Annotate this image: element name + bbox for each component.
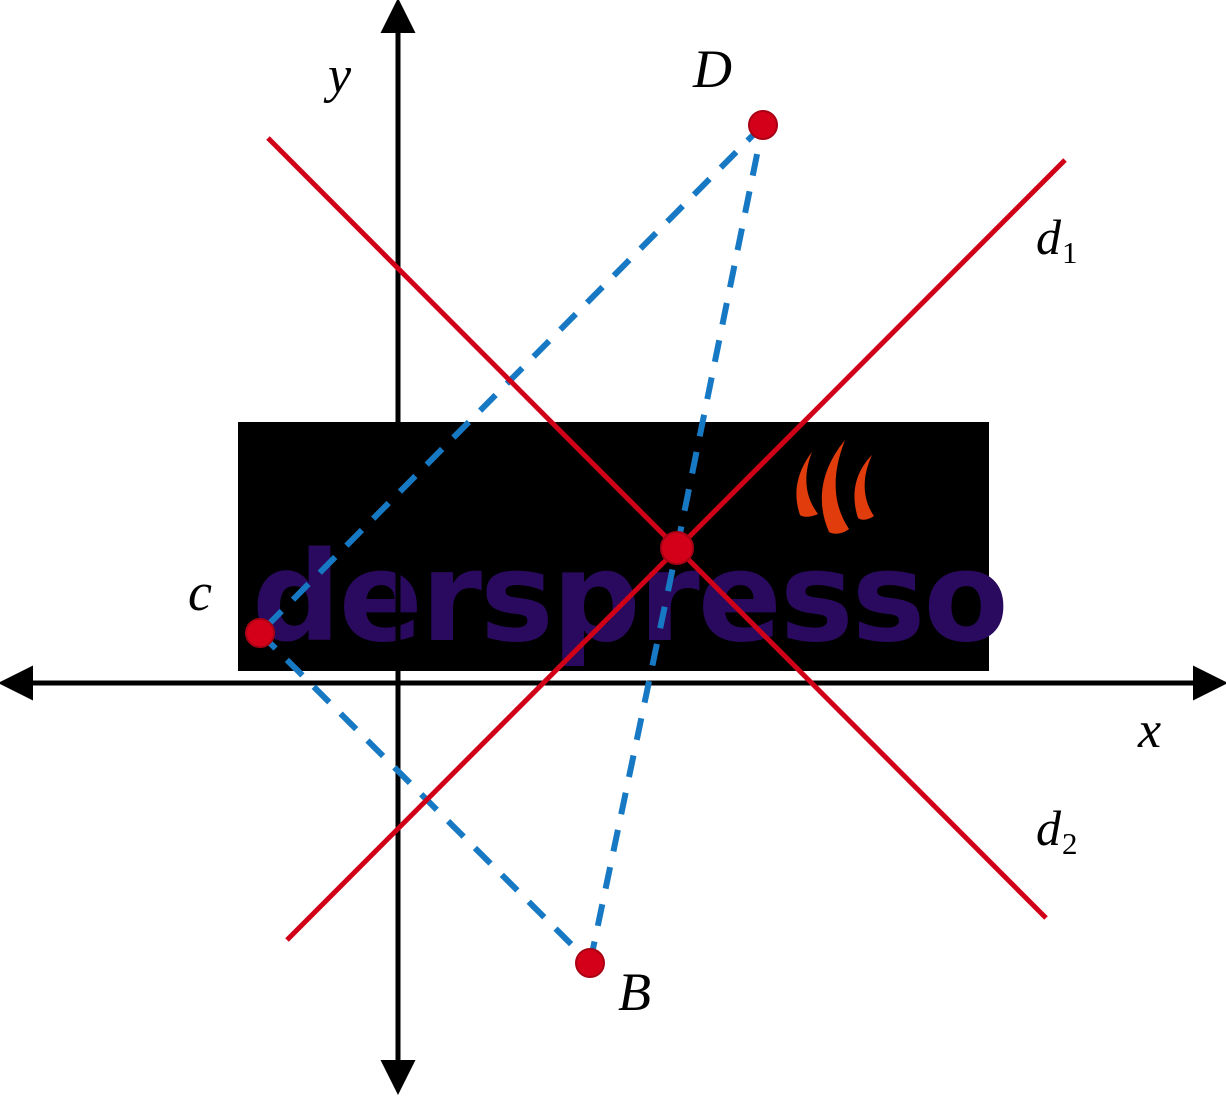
line-label-d2-base: d: [1036, 800, 1061, 856]
point-marker-D: [748, 110, 778, 140]
dashed-segment-C-B: [257, 630, 593, 966]
x-axis-label: x: [1138, 702, 1162, 759]
point-marker-C: [245, 618, 275, 648]
watermark-flame-icon: [796, 440, 874, 534]
point-marker-A: [660, 531, 694, 565]
point-label-C: c: [188, 562, 212, 622]
line-label-d1-subscript: 1: [1062, 235, 1078, 271]
line-label-d1: d1: [1036, 212, 1078, 268]
flame-stroke-3: [854, 455, 874, 520]
dashed-segment-A-D: [674, 124, 766, 549]
dashed-segment-B-A: [587, 547, 680, 964]
line-label-d2: d2: [1036, 803, 1078, 859]
line-d2: [266, 136, 1048, 920]
point-markers: [245, 110, 778, 978]
flame-stroke-1: [796, 452, 818, 517]
point-marker-B: [575, 948, 605, 978]
flame-stroke-2: [821, 440, 849, 534]
watermark-background: [238, 422, 989, 671]
y-axis-label: y: [328, 47, 352, 104]
point-label-D: D: [693, 39, 732, 99]
line-label-d2-subscript: 2: [1062, 826, 1078, 862]
line-label-d1-base: d: [1036, 209, 1061, 265]
point-label-B: B: [618, 962, 651, 1022]
